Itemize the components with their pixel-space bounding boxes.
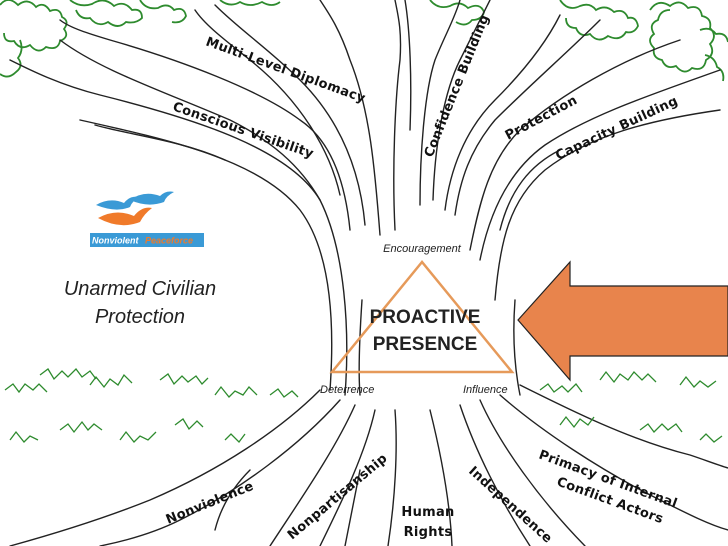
root-label-nonviolence: Nonviolence [164,479,256,528]
triangle-label-encouragement: Encouragement [383,243,462,255]
center-label-line1: PROACTIVE [370,307,481,328]
tree-trunk [9,0,721,396]
root-label-independence: Independence [465,464,555,546]
logo-banner [90,233,204,247]
root-label-human-rights-line2: Rights [404,525,453,540]
grass-left [4,368,299,443]
triangle-label-influence: Influence [463,384,508,396]
leaves-top-center [219,0,485,26]
root-label-human-rights-line1: Human [401,505,454,520]
grass-right [539,370,723,443]
tree-roots [9,384,728,546]
triangle-label-deterrence: Deterrence [320,384,374,396]
proactive-presence-triangle: Encouragement Deterrence Influence PROAC… [320,243,515,396]
nonviolent-peaceforce-logo: Nonviolent Peaceforce [90,191,204,247]
center-label-line2: PRESENCE [373,334,478,355]
side-label-line2: Protection [95,306,185,328]
side-label-line1: Unarmed Civilian [64,278,216,300]
branch-label-multi-level-diplomacy: Multi-Level Diplomacy [204,35,368,107]
triangle-shape [329,260,515,374]
branch-label-conscious-visibility: Conscious Visibility [171,100,316,162]
pointing-arrow [517,260,728,382]
logo-text-part2: Peaceforce [145,236,193,246]
leaves-top-left [0,0,187,78]
leaves-top-right [559,0,728,82]
logo-text-part1: Nonviolent [92,236,140,246]
root-label-nonpartisanship: Nonpartisanship [285,451,391,543]
